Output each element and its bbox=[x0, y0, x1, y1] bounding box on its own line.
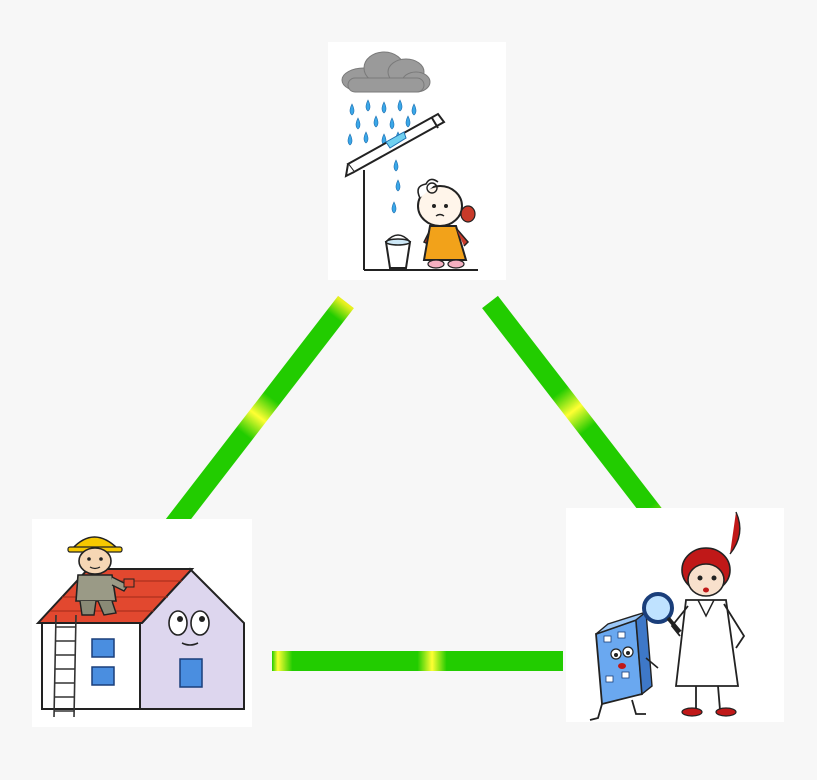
house-roof-repair-icon bbox=[35, 536, 245, 718]
connector-house-to-inspector bbox=[272, 651, 563, 671]
roof-repair-card bbox=[32, 519, 252, 727]
rain-leak-card bbox=[328, 42, 506, 280]
inspector-magnifier-icon bbox=[589, 511, 746, 721]
connector-rain-to-house bbox=[162, 295, 354, 537]
inspection-card bbox=[566, 508, 784, 722]
connector-rain-to-inspector bbox=[482, 295, 674, 537]
rain-leak-gutter-icon bbox=[341, 51, 478, 271]
